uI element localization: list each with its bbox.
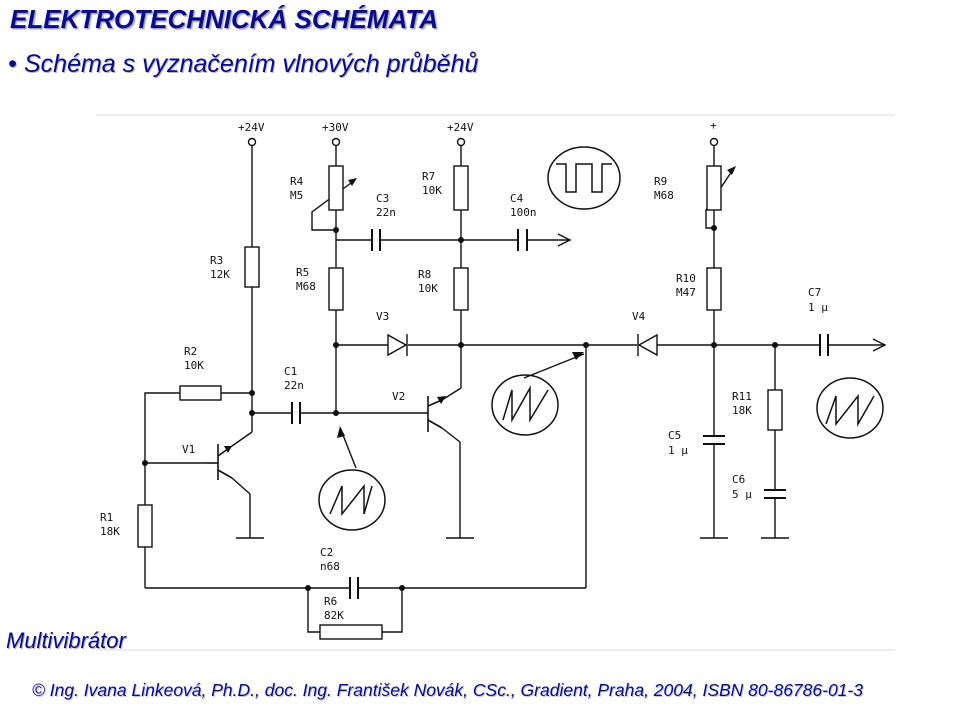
subtitle-row: •Schéma s vyznačením vlnových průběhů <box>8 50 478 79</box>
c7-name: C7 <box>808 286 821 299</box>
r11-value: 18K <box>732 404 752 417</box>
diodes <box>387 333 658 357</box>
subtitle: Schéma s vyznačením vlnových průběhů <box>24 50 479 78</box>
v3-diode <box>387 333 408 357</box>
leader-arrows <box>337 352 584 438</box>
r2-value: 10K <box>184 359 204 372</box>
r10-name: R10 <box>676 272 696 285</box>
figure-caption: Multivibrátor <box>6 628 126 653</box>
c7-value: 1 μ <box>808 301 828 314</box>
supply-terminals <box>247 137 719 147</box>
resistors <box>137 165 783 640</box>
c6-name: C6 <box>732 473 745 486</box>
r6-name: R6 <box>324 595 337 608</box>
r9-name: R9 <box>654 175 667 188</box>
c3-name: C3 <box>376 192 389 205</box>
bullet-icon: • <box>8 50 17 78</box>
c2-name: C2 <box>320 546 333 559</box>
r11-name: R11 <box>732 390 752 403</box>
r7-name: R7 <box>422 170 435 183</box>
v2-name: V2 <box>392 390 405 403</box>
scope-middle-icon <box>491 374 559 436</box>
supply-labels: +24V +30V +24V + <box>238 119 717 134</box>
v3-name: V3 <box>376 310 389 323</box>
r6-value: 82K <box>324 609 344 622</box>
r10-value: M47 <box>676 286 696 299</box>
r8-body <box>453 267 469 311</box>
r8-name: R8 <box>418 268 431 281</box>
c6-value: 5 μ <box>732 488 752 501</box>
r3-value: 12K <box>210 268 230 281</box>
supply-label-24v-mid: +24V <box>447 121 474 134</box>
c4-name: C4 <box>510 192 524 205</box>
v4-diode <box>637 333 658 357</box>
r5-name: R5 <box>296 266 309 279</box>
c1-name: C1 <box>284 365 297 378</box>
scope-bottom-icon <box>318 469 386 531</box>
r3-body <box>244 246 260 288</box>
junctions <box>142 225 778 591</box>
c3-value: 22n <box>376 206 396 219</box>
c1-value: 22n <box>284 379 304 392</box>
c5-name: C5 <box>668 429 681 442</box>
supply-label-plus: + <box>710 119 717 132</box>
r2-name: R2 <box>184 345 197 358</box>
r5-value: M68 <box>296 280 316 293</box>
v4-name: V4 <box>632 310 646 323</box>
r4-value: M5 <box>290 189 303 202</box>
r7-value: 10K <box>422 184 442 197</box>
r8-value: 10K <box>418 282 438 295</box>
r2-body <box>179 385 222 401</box>
r9-body <box>706 165 722 211</box>
r7-body <box>453 165 469 211</box>
r1-value: 18K <box>100 525 120 538</box>
r1-body <box>137 504 153 548</box>
potentiometer-arrows <box>348 166 736 186</box>
copyright-footer: © Ing. Ivana Linkeová, Ph.D., doc. Ing. … <box>32 680 863 700</box>
supply-label-24v-left: +24V <box>238 121 265 134</box>
transistor-arrows <box>224 396 446 453</box>
page-title: ELEKTROTECHNICKÁ SCHÉMATA <box>10 4 439 34</box>
transistors <box>205 396 443 480</box>
c4-value: 100n <box>510 206 537 219</box>
r4-name: R4 <box>290 175 304 188</box>
r4-body <box>328 165 344 211</box>
r5-body <box>328 267 344 311</box>
capacitors <box>291 229 829 599</box>
r11-body <box>767 389 783 431</box>
component-labels: R3 12K R2 10K V1 R1 18K R4 M5 R5 M68 C1 … <box>100 170 828 622</box>
supply-label-30v: +30V <box>322 121 349 134</box>
r3-name: R3 <box>210 254 223 267</box>
r1-name: R1 <box>100 511 113 524</box>
r10-body <box>706 267 722 311</box>
r6-body <box>319 624 383 640</box>
r9-value: M68 <box>654 189 674 202</box>
c5-value: 1 μ <box>668 444 688 457</box>
scope-right-icon <box>816 377 884 439</box>
c2-value: n68 <box>320 560 340 573</box>
v1-name: V1 <box>182 443 195 456</box>
scope-top-icon <box>547 146 621 210</box>
